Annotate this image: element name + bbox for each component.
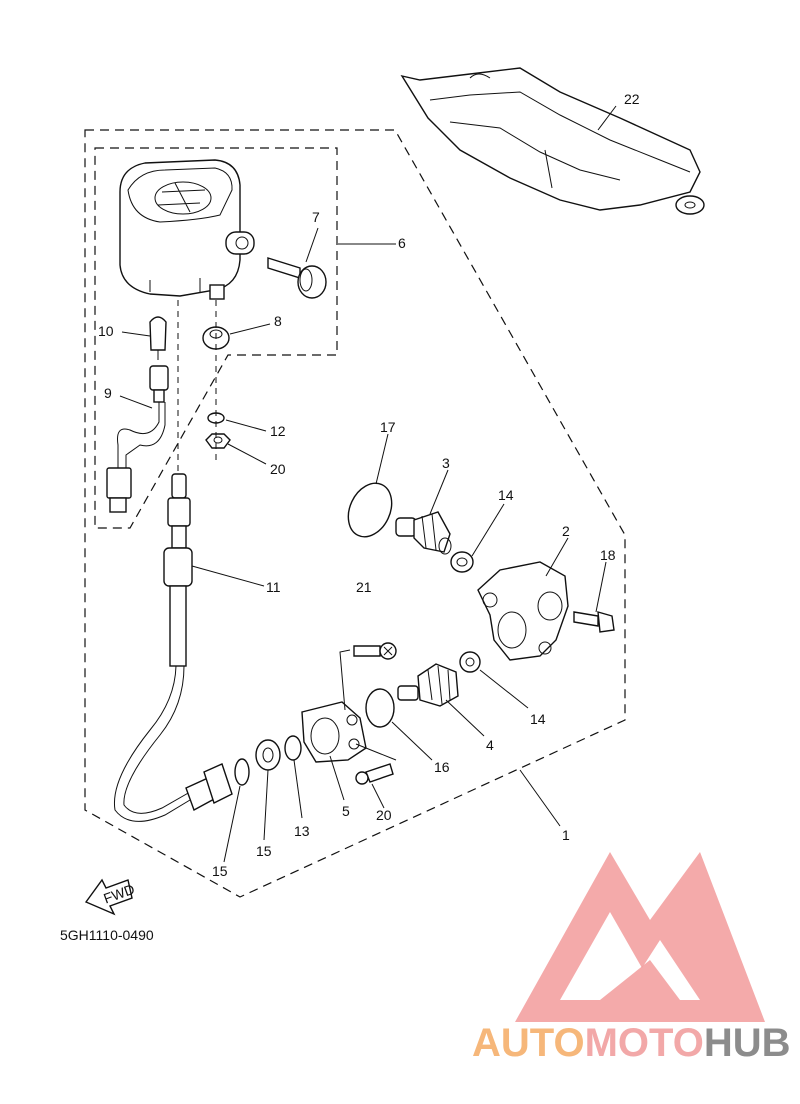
leader-lines [119,105,617,863]
callout-17: 16 [434,759,450,775]
watermark-hub: HUB [704,1021,791,1065]
callout-15: 15 [256,843,272,859]
part-15-bearing [255,739,281,771]
part-20-nut [205,433,231,449]
callout-13: 13 [294,823,310,839]
callout-8: 8 [274,313,282,329]
part-18-oring [347,482,393,538]
assembly-outline [84,129,626,898]
part-13-washer [284,735,302,761]
part-3-pinion [395,511,452,555]
fwd-arrow-icon: FWD [84,878,137,916]
callout-16: 15 [212,863,228,879]
callout-9: 9 [104,385,112,401]
part-16-oring [234,758,250,786]
part-11-cable [113,473,233,822]
callout-18: 17 [380,419,396,435]
part-10-bulb [149,316,167,360]
callout-20: 20 [270,461,286,477]
callout-23: 22 [624,91,640,107]
watermark-auto: AUTO [472,1021,585,1065]
callout-1: 1 [562,827,570,843]
callout-14-lower: 14 [530,711,546,727]
callout-6: 6 [398,235,406,251]
part-4-gear [397,663,459,707]
watermark-moto: MOTO [585,1021,704,1065]
part-17-oring [365,688,395,728]
part-14-bushing-upper [450,551,474,573]
callout-4: 4 [486,737,494,753]
callout-14-upper: 14 [498,487,514,503]
part-21-screw [355,763,394,785]
callout-22: 21 [356,579,372,595]
catalog-code: 5GH1110-0490 [60,927,154,943]
callout-12: 12 [270,423,286,439]
watermark-text: AUTOMOTOHUB [472,1021,791,1065]
part-22-screw [353,642,397,660]
part-9-socket [106,365,169,513]
callout-10: 10 [98,323,114,339]
callout-21: 20 [376,807,392,823]
part-7-knob [267,257,327,299]
callout-11: 11 [266,579,281,595]
part-19-bolt [573,611,615,633]
part-14-bushing-lower [459,651,481,673]
callout-7: 7 [312,209,320,225]
part-5-housing [301,701,367,763]
part-6-meter [119,159,255,300]
meter-outline [94,147,338,529]
leader-21-path [355,743,397,761]
callout-5: 5 [342,803,350,819]
leader-22-path [339,649,351,711]
callout-3: 3 [442,455,450,471]
callout-2: 2 [562,523,570,539]
part-23-cover [400,67,705,215]
callouts: 22 6 7 8 10 9 12 20 11 17 3 14 2 18 21 1… [98,91,640,879]
watermark-logo-icon [515,852,765,1022]
part-2-gear-housing [477,561,569,661]
callout-19: 18 [600,547,616,563]
